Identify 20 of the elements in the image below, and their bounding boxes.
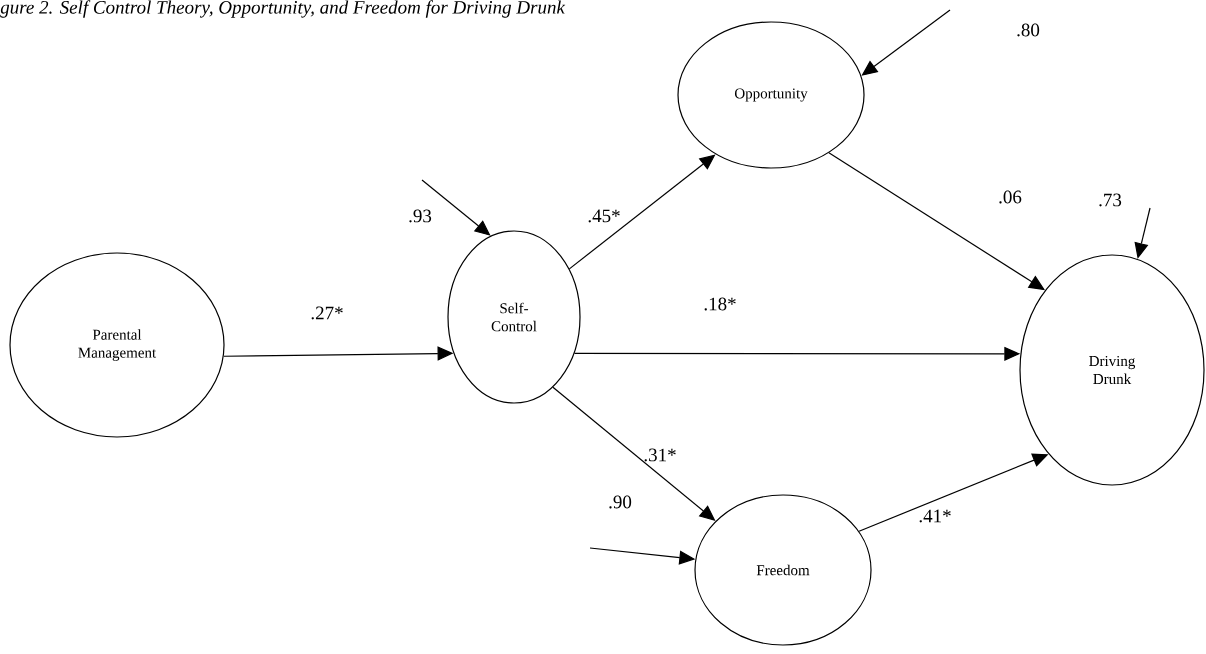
arrow: [861, 9, 951, 76]
edge-label: .80: [1017, 23, 1040, 37]
arrow: [1134, 207, 1151, 259]
edge-label: .27*: [311, 306, 343, 320]
edge-label: .73: [1099, 193, 1122, 207]
edge-label: .45*: [588, 209, 620, 223]
ellipse-node: Driving Drunk: [1019, 254, 1205, 486]
edge-label: .31*: [644, 448, 676, 462]
figure-title: gure 2. Self Control Theory, Opportunity, and Freedom for Driving Drunk: [0, 0, 566, 18]
edge-label: .18*: [704, 297, 736, 311]
arrow: [568, 154, 716, 270]
arrow: [421, 179, 491, 236]
edge-label: .41*: [919, 509, 951, 523]
edge-label: .90: [609, 495, 632, 509]
ellipse-node: Parental Management: [9, 252, 225, 438]
edge-label: .06: [999, 190, 1022, 204]
ellipse-node: Freedom: [694, 494, 872, 646]
edge-label: .93: [409, 209, 432, 223]
ellipse-node: Opportunity: [677, 21, 865, 169]
ellipse-node: Self-Control: [447, 230, 581, 404]
